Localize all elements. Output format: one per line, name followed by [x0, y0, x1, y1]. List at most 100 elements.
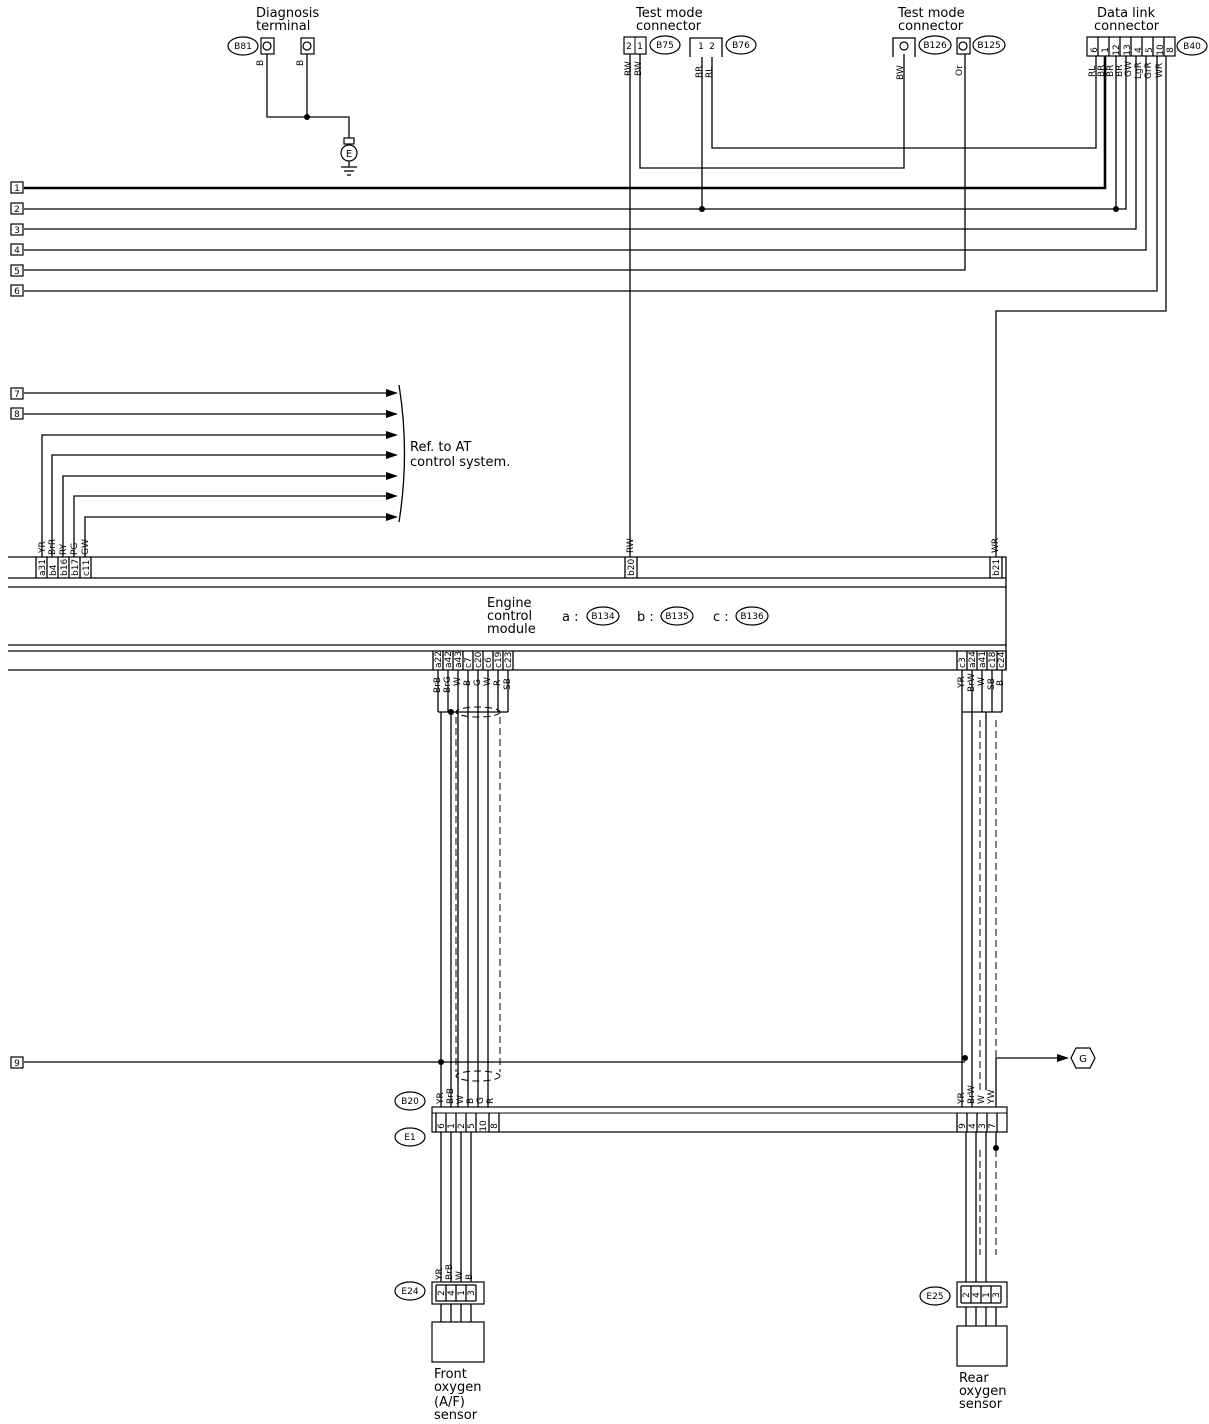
- line-references: 1 2 3 4 5 6 7 8 9: [10, 181, 24, 1069]
- engine-control-module: a31 b4 b16 b17 c11 YR BrR RY PG GW b20 R…: [8, 538, 1007, 693]
- ecm-color-gw: GW: [81, 539, 91, 555]
- wire-rl-datalink: [711, 56, 1097, 149]
- harness-pin-2: 2: [457, 1123, 467, 1129]
- line-ref-box: [10, 1056, 24, 1069]
- ecm-pin-c7: c7: [464, 657, 474, 668]
- dl-color-gw: GW: [1124, 61, 1134, 77]
- harness-color-yr-r: YR: [957, 1092, 967, 1105]
- arrow-head: [386, 410, 398, 418]
- b40-pin-6: 6: [1090, 47, 1100, 53]
- rear-sensor-label-1: Rear: [959, 1371, 989, 1386]
- diagnosis-terminal: Diagnosis terminal B81 B B E: [227, 6, 358, 176]
- b125-pin: [958, 41, 968, 51]
- b40-pin-10: 10: [1156, 44, 1166, 56]
- diagnosis-terminal-label-2: terminal: [256, 19, 310, 34]
- ecm-pin-dividers: [624, 557, 638, 578]
- line-ref-box: [10, 181, 24, 194]
- ecm-pin-dividers: [432, 651, 514, 670]
- connector-id-b135: B135: [665, 612, 688, 622]
- ecm-right-wire-stubs: [961, 670, 1003, 1107]
- junction-dot: [993, 1145, 999, 1151]
- rear-sensor-body: [956, 1325, 1008, 1367]
- harness-pin-6: 6: [437, 1123, 447, 1129]
- dl-color-br-2: BR: [1106, 65, 1116, 77]
- shield-bottom-ellipse: [455, 1070, 501, 1082]
- line-ref-box: [10, 387, 24, 400]
- ecm-color-rw: RW: [626, 538, 636, 553]
- harness-connector-body: [431, 1106, 1008, 1133]
- arrow-head: [386, 472, 398, 480]
- wire-color-or: Or: [955, 65, 965, 76]
- ecm-left-wire-stubs: [437, 670, 509, 1107]
- ecm-pin-a22: a22: [434, 651, 444, 668]
- test-mode-1-label-2: connector: [636, 19, 702, 34]
- rear-sensor-leads: [965, 1307, 997, 1326]
- line-ref-5: 5: [14, 267, 20, 277]
- arrow-head: [1057, 1054, 1069, 1062]
- wire-to-ground-g: [995, 1057, 1060, 1107]
- test-mode-connector-1: Test mode connector 2 1 B75 1 2 B76 RW B…: [623, 6, 757, 78]
- connector-id-e24: E24: [401, 1287, 418, 1297]
- wire-color-br: BR: [695, 66, 705, 78]
- arrow-head: [386, 389, 398, 397]
- front-pin-1: 1: [457, 1290, 467, 1296]
- dl-color-br-3: BR: [1115, 65, 1125, 77]
- connector-b126: [892, 37, 916, 57]
- wire-color-bw-2: BW: [896, 65, 906, 80]
- test-mode-connector-2: Test mode connector B126 B125 BW Or: [892, 6, 1006, 80]
- harness-color-b: B: [466, 1098, 476, 1104]
- front-sensor-label-1: Front: [434, 1367, 467, 1382]
- at-ref-label-1: Ref. to AT: [410, 440, 471, 455]
- wire-diag-left: [266, 54, 350, 138]
- harness-pin-5: 5: [467, 1123, 477, 1129]
- front-sensor-body: [431, 1321, 485, 1363]
- wire-color-bw: BW: [634, 61, 644, 76]
- connector-id-oval: [725, 35, 757, 55]
- line-ref-box: [10, 243, 24, 256]
- ecm-pin-b17: b17: [71, 559, 81, 576]
- ecm-pin-b20: b20: [627, 559, 637, 576]
- ecm-label-3: module: [487, 622, 536, 637]
- ecm-conn-a-prefix: a :: [562, 610, 578, 625]
- line-ref-box: [10, 223, 24, 236]
- ecm-br-color-b: B: [996, 680, 1006, 686]
- harness-color-w: W: [456, 1095, 466, 1104]
- b76-pin-2: 2: [709, 42, 715, 52]
- arrow-line-ry: [62, 475, 390, 557]
- ground-stub: [343, 137, 355, 145]
- line-ref-6: 6: [14, 287, 20, 297]
- b40-pin-4: 4: [1134, 47, 1144, 53]
- front-sensor-connector: [431, 1281, 485, 1305]
- line-ref-8: 8: [14, 410, 20, 420]
- test-mode-2-label-2: connector: [898, 19, 964, 34]
- connector-id-e25: E25: [926, 1292, 943, 1302]
- connector-id-b81: B81: [234, 42, 252, 52]
- line-ref-7: 7: [14, 390, 20, 400]
- rear-sensor-label-2: oxygen: [959, 1384, 1006, 1399]
- harness-color-w-r: W: [977, 1095, 987, 1104]
- harness-pin-8: 8: [490, 1123, 500, 1129]
- rear-sensor-wires: [965, 1132, 987, 1282]
- b75-pin-1: 1: [637, 42, 643, 52]
- harness-pin-4: 4: [968, 1123, 978, 1129]
- b40-pin-1: 1: [1101, 47, 1111, 53]
- ecm-pin-a24: a24: [968, 651, 978, 668]
- line-ref-1: 1: [14, 184, 20, 194]
- ecm-outline: [8, 556, 1007, 671]
- ecm-pin-b21: b21: [992, 559, 1002, 576]
- b40-pin-13: 13: [1123, 44, 1133, 55]
- harness-right-pin-dividers: [956, 1113, 998, 1132]
- b126-pin: [899, 41, 909, 51]
- front-sensor-leads: [440, 1304, 472, 1322]
- shield-right: [979, 720, 997, 1090]
- connector-id-b40: B40: [1183, 42, 1201, 52]
- data-link-label-1: Data link: [1097, 6, 1156, 21]
- arrow-line-yr: [41, 434, 390, 557]
- harness-color-yr: YR: [436, 1092, 446, 1105]
- ecm-color-yr: YR: [38, 541, 48, 554]
- front-sensor-label-3: (A/F): [434, 1395, 465, 1410]
- connector-b40-dividers: [1097, 37, 1165, 56]
- ecm-conn-b-prefix: b :: [637, 610, 654, 625]
- ecm-pin-dividers: [35, 557, 92, 578]
- connector-id-oval: [394, 1127, 426, 1147]
